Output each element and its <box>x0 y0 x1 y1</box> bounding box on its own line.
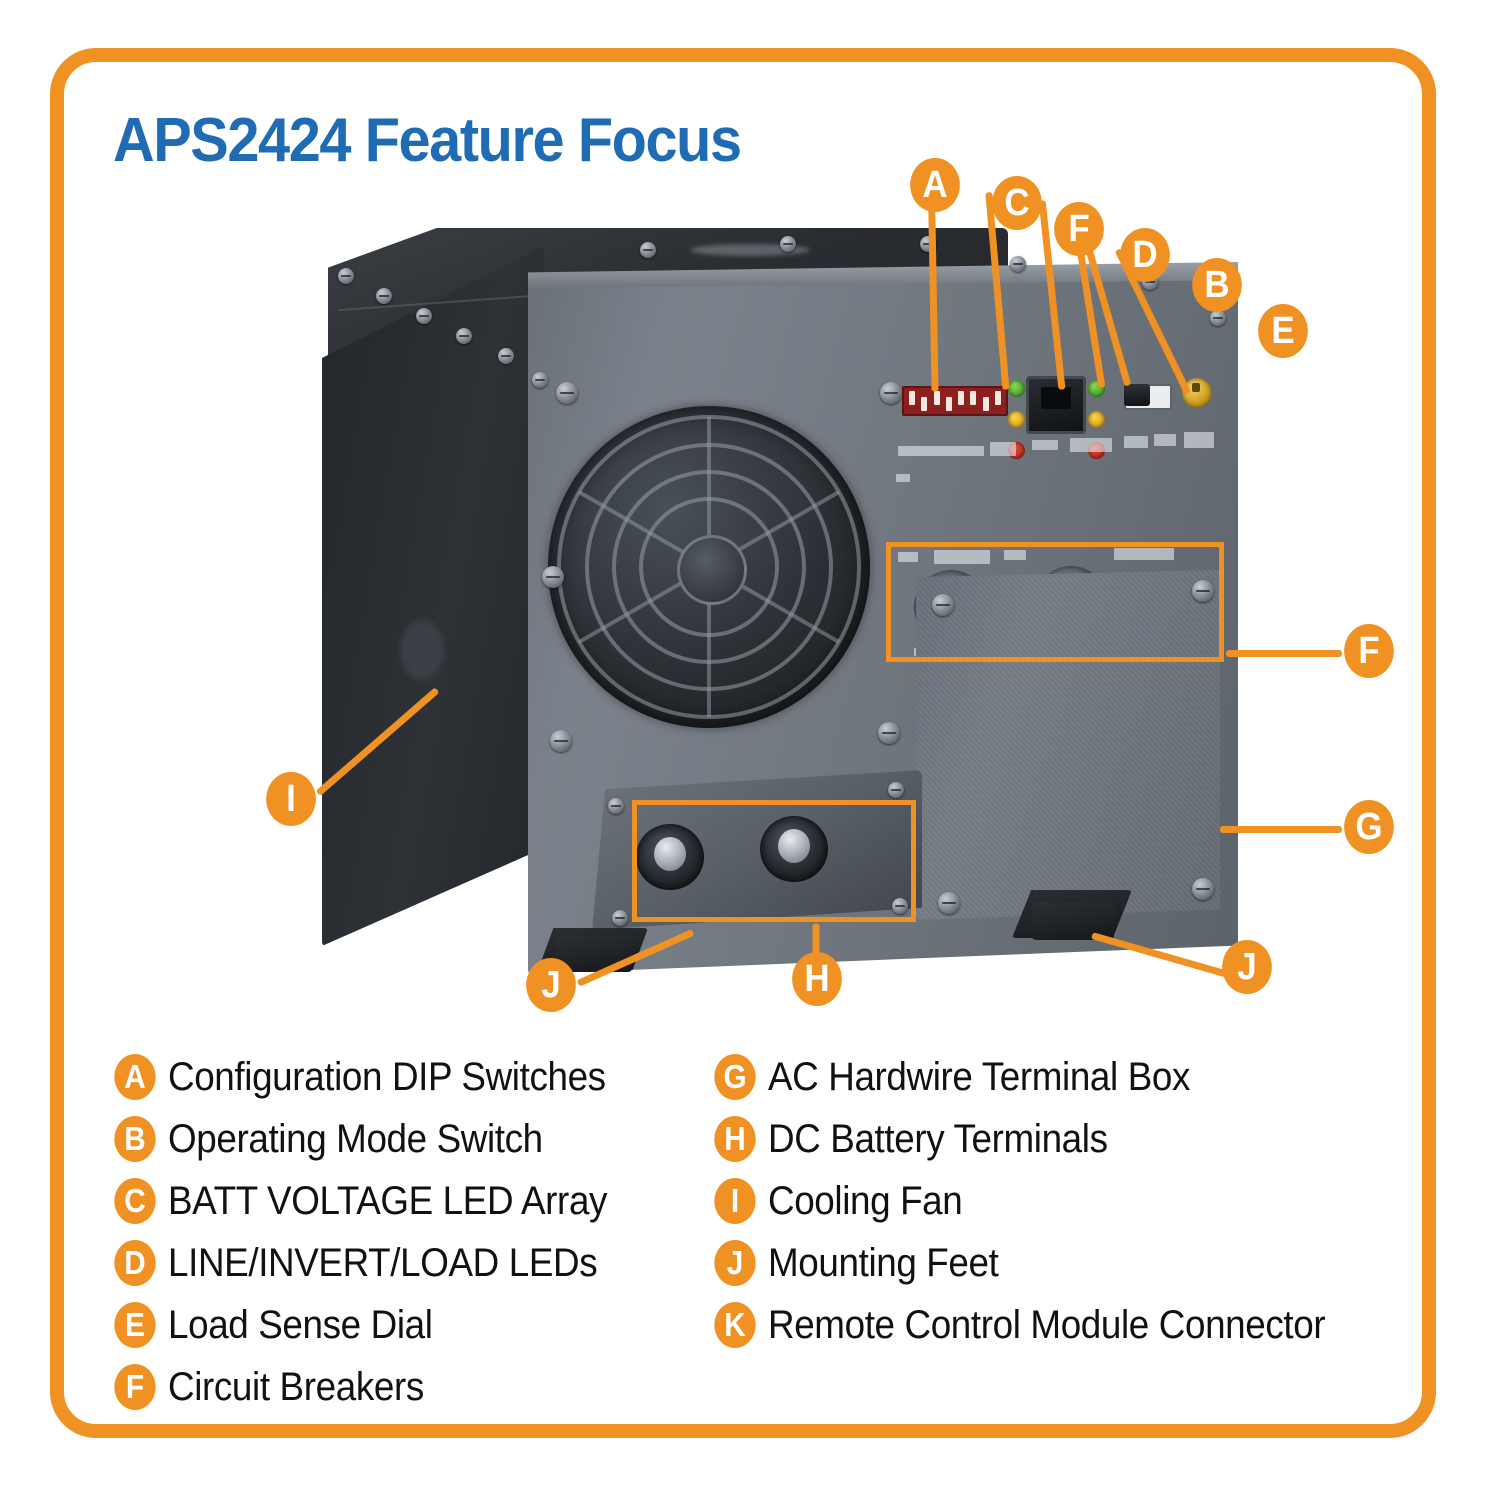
legend-item-f: F Circuit Breakers <box>112 1356 645 1418</box>
lid-screw <box>532 372 548 388</box>
configuration-dip-switches[interactable] <box>902 386 1008 416</box>
legend-badge-b: B <box>114 1116 156 1162</box>
circuit-breakers-highlight-box <box>886 542 1224 662</box>
ac-hardwire-terminal-box <box>916 570 1220 920</box>
leader-line-f-right <box>1226 650 1342 657</box>
legend-item-k: K Remote Control Module Connector <box>712 1294 1374 1356</box>
legend-label-d: LINE/INVERT/LOAD LEDs <box>168 1240 598 1285</box>
batt-voltage-led-yellow <box>1008 411 1025 428</box>
callout-badge-c[interactable]: C <box>992 176 1042 230</box>
callout-badge-i[interactable]: I <box>266 772 316 826</box>
legend-item-g: G AC Hardwire Terminal Box <box>712 1046 1374 1108</box>
legend-label-c: BATT VOLTAGE LED Array <box>168 1178 608 1223</box>
side-panel-dimple <box>400 620 444 680</box>
callout-badge-a[interactable]: A <box>910 158 960 212</box>
callout-badge-h[interactable]: H <box>792 952 842 1006</box>
lid-screw <box>780 236 796 252</box>
lid-screw <box>1210 310 1226 326</box>
dc-battery-terminal-negative[interactable] <box>636 824 704 890</box>
acbox-screw <box>1192 878 1214 900</box>
callout-badge-j-left[interactable]: J <box>526 958 576 1012</box>
legend-item-d: D LINE/INVERT/LOAD LEDs <box>112 1232 645 1294</box>
dc-battery-terminal-positive[interactable] <box>760 816 828 882</box>
dc-terminals-highlight-box <box>632 800 916 922</box>
legend-badge-h: H <box>714 1116 756 1162</box>
lid-screw <box>376 288 392 304</box>
legend-badge-k: K <box>714 1302 756 1348</box>
operating-mode-switch[interactable] <box>1124 384 1172 410</box>
legend-label-h: DC Battery Terminals <box>768 1116 1108 1161</box>
legend-label-g: AC Hardwire Terminal Box <box>768 1054 1191 1099</box>
page-title: APS2424 Feature Focus <box>113 106 742 175</box>
legend-item-c: C BATT VOLTAGE LED Array <box>112 1170 645 1232</box>
invert-led <box>1088 411 1105 428</box>
legend-badge-e: E <box>114 1302 156 1348</box>
lid-screw <box>640 242 656 258</box>
callout-badge-b[interactable]: B <box>1192 258 1242 312</box>
lid-screw <box>1010 256 1026 272</box>
dcbox-screw <box>888 782 904 798</box>
fan-hub <box>677 535 747 605</box>
feature-legend: A Configuration DIP Switches B Operating… <box>112 1046 1382 1416</box>
callout-badge-d[interactable]: D <box>1120 228 1170 282</box>
acbox-screw <box>1192 580 1214 602</box>
dcbox-screw <box>608 798 624 814</box>
callout-badge-f-top[interactable]: F <box>1054 202 1104 256</box>
legend-column-right: G AC Hardwire Terminal Box H DC Battery … <box>712 1046 1374 1356</box>
callout-badge-e[interactable]: E <box>1258 304 1308 358</box>
legend-item-a: A Configuration DIP Switches <box>112 1046 645 1108</box>
legend-item-j: J Mounting Feet <box>712 1232 1374 1294</box>
fan-screw <box>880 382 902 404</box>
legend-badge-g: G <box>714 1054 756 1100</box>
product-photo: A C F D B E F G I H J J <box>80 150 1410 1020</box>
callout-badge-f-right[interactable]: F <box>1344 624 1394 678</box>
cooling-fan <box>548 406 870 728</box>
legend-item-b: B Operating Mode Switch <box>112 1108 645 1170</box>
legend-label-a: Configuration DIP Switches <box>168 1054 606 1099</box>
legend-label-e: Load Sense Dial <box>168 1302 433 1347</box>
lid-screw <box>498 348 514 364</box>
legend-badge-f: F <box>114 1364 156 1410</box>
legend-badge-c: C <box>114 1178 156 1224</box>
leader-line-g <box>1220 826 1342 833</box>
fan-screw <box>550 730 572 752</box>
legend-badge-j: J <box>714 1240 756 1286</box>
lid-screw <box>416 308 432 324</box>
legend-item-i: I Cooling Fan <box>712 1170 1374 1232</box>
callout-badge-j-right[interactable]: J <box>1222 940 1272 994</box>
fan-screw <box>878 722 900 744</box>
legend-label-i: Cooling Fan <box>768 1178 963 1223</box>
fan-screw <box>542 566 564 588</box>
legend-item-e: E Load Sense Dial <box>112 1294 645 1356</box>
dcbox-screw <box>612 910 628 926</box>
legend-column-left: A Configuration DIP Switches B Operating… <box>112 1046 645 1418</box>
legend-label-j: Mounting Feet <box>768 1240 999 1285</box>
acbox-screw <box>938 892 960 914</box>
fan-screw <box>556 382 578 404</box>
dcbox-screw <box>892 898 908 914</box>
batt-voltage-led-green <box>1008 380 1025 397</box>
legend-item-h: H DC Battery Terminals <box>712 1108 1374 1170</box>
legend-label-b: Operating Mode Switch <box>168 1116 543 1161</box>
remote-control-module-connector[interactable] <box>1026 376 1086 434</box>
legend-badge-d: D <box>114 1240 156 1286</box>
lid-screw <box>338 268 354 284</box>
legend-badge-a: A <box>114 1054 156 1100</box>
legend-label-k: Remote Control Module Connector <box>768 1302 1326 1347</box>
control-panel <box>892 350 1222 550</box>
lid-screw <box>456 328 472 344</box>
legend-label-f: Circuit Breakers <box>168 1364 424 1409</box>
legend-badge-i: I <box>714 1178 756 1224</box>
callout-badge-g[interactable]: G <box>1344 800 1394 854</box>
acbox-screw <box>932 594 954 616</box>
